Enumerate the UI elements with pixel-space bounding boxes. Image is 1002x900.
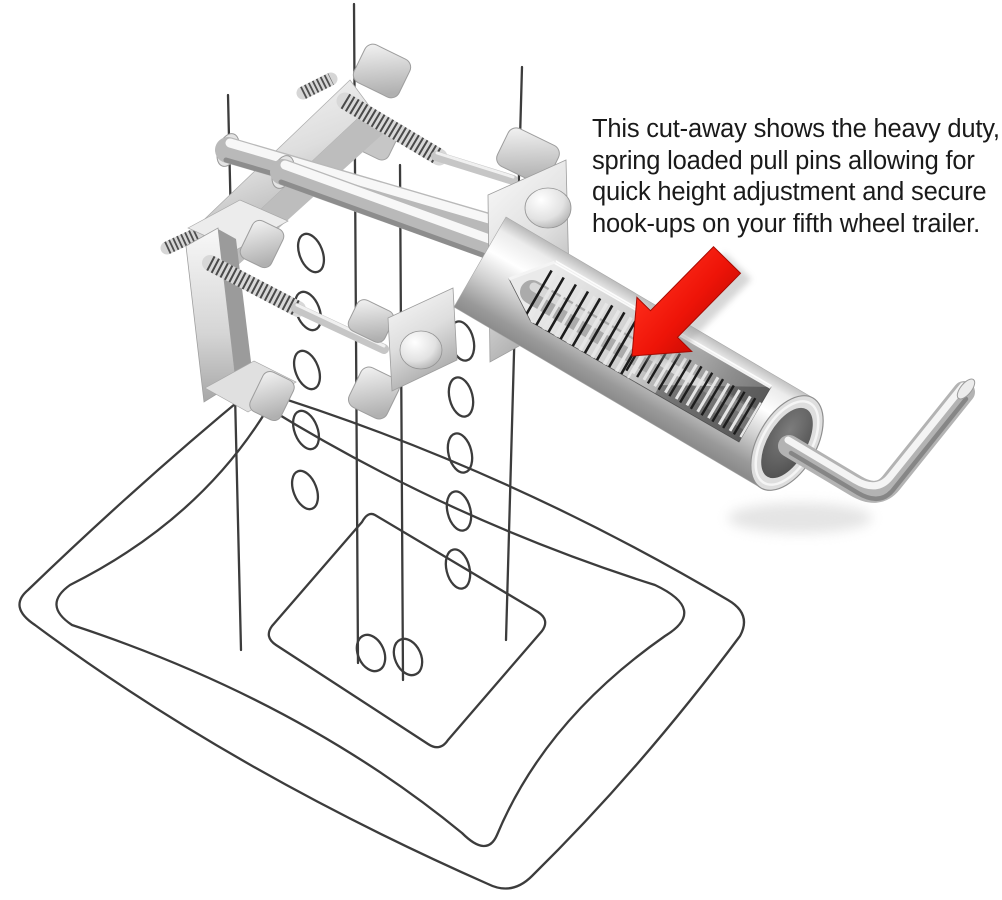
carriage-bolt-dome	[399, 330, 443, 370]
base-star-contour	[55, 406, 686, 848]
clamp-bracket-assembly	[160, 43, 572, 422]
bolt-stud-top	[296, 72, 338, 100]
platform-hole	[355, 633, 387, 673]
caption-line: hook-ups on your fifth wheel trailer.	[592, 209, 981, 238]
cut-edge-highlight	[508, 260, 556, 281]
clamp-rod	[270, 155, 529, 269]
caption-line: quick height adjustment and secure	[592, 178, 987, 207]
threaded-bolt-upper	[336, 92, 518, 185]
post-edge	[398, 163, 405, 682]
pull-pin-l-handle	[778, 378, 976, 503]
base-foot-outline	[18, 387, 746, 890]
caption-line: This cut-away shows the heavy duty,	[592, 115, 1000, 143]
bolt-stud-left	[160, 227, 204, 255]
bracket-hook-tab	[352, 43, 412, 99]
left-c-bracket	[185, 199, 297, 422]
carriage-bolt-dome	[524, 187, 572, 229]
soft-shadow	[728, 503, 872, 533]
front-bottom-bracket	[347, 287, 458, 420]
post-holes-left	[290, 232, 326, 511]
caption-text: This cut-away shows the heavy duty, spri…	[592, 114, 1002, 240]
platform-hole	[392, 637, 424, 677]
base-platform-outline	[267, 512, 547, 749]
caption-line: spring loaded pull pins allowing for	[592, 146, 975, 175]
red-arrow-icon	[631, 245, 742, 357]
